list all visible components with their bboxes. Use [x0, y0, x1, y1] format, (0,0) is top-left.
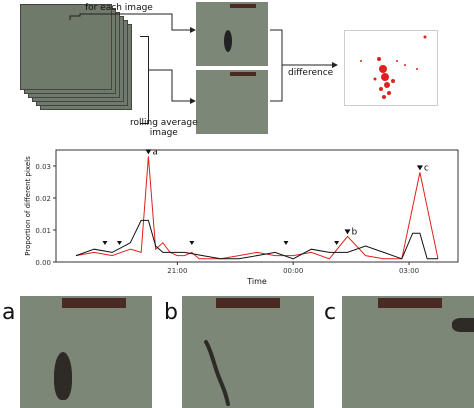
panel-letter-a: a — [2, 300, 16, 325]
event-marker-a — [145, 149, 152, 155]
for-each-image-label: for each image — [85, 3, 153, 13]
lamp-bar — [216, 298, 280, 308]
animal-silhouette — [224, 30, 232, 52]
difference-label: difference — [288, 68, 334, 78]
panel-a: a — [0, 296, 152, 408]
series-red-line — [75, 156, 439, 260]
difference-image — [344, 30, 438, 106]
rolling-average-label: rolling average image — [130, 118, 198, 138]
y-tick-label: 0.03 — [35, 163, 51, 171]
y-tick-label: 0.00 — [35, 259, 51, 267]
animal-silhouette — [452, 318, 474, 332]
event-marker — [189, 241, 195, 245]
event-marker-b — [344, 229, 351, 235]
x-axis-label: Time — [246, 277, 267, 286]
rolling-average-thumbnail — [196, 70, 268, 134]
event-marker — [102, 241, 108, 245]
event-marker — [116, 241, 122, 245]
photo-a — [20, 296, 152, 408]
event-label-a: a — [152, 147, 158, 157]
animal-silhouette — [54, 352, 72, 400]
current-frame-thumbnail — [196, 2, 268, 66]
panel-b: b — [162, 296, 314, 408]
panel-letter-c: c — [324, 300, 337, 325]
lamp-bar — [378, 298, 442, 308]
x-tick-label: 00:00 — [283, 267, 303, 275]
event-marker-c — [416, 165, 423, 171]
photo-c — [342, 296, 474, 408]
difference-speckles — [360, 35, 427, 99]
animal-silhouette — [204, 340, 230, 406]
event-label-b: b — [352, 227, 358, 237]
photo-b — [182, 296, 314, 408]
event-marker — [283, 241, 289, 245]
event-label-c: c — [424, 163, 429, 173]
y-axis-label: Proportion of different pixels — [24, 156, 32, 256]
x-tick-label: 03:00 — [399, 267, 419, 275]
lamp-bar — [230, 4, 256, 8]
panel-letter-b: b — [164, 300, 178, 325]
stack-bracket — [140, 36, 149, 124]
lamp-bar — [230, 72, 256, 76]
panel-c: c — [322, 296, 474, 408]
y-tick-label: 0.01 — [35, 227, 51, 235]
series-black-line — [75, 219, 438, 260]
pipeline-arrows — [69, 13, 338, 104]
y-tick-label: 0.02 — [35, 195, 51, 203]
plot-frame — [55, 149, 459, 263]
x-tick-label: 21:00 — [167, 267, 187, 275]
event-marker — [334, 241, 340, 245]
lamp-bar — [62, 298, 126, 308]
